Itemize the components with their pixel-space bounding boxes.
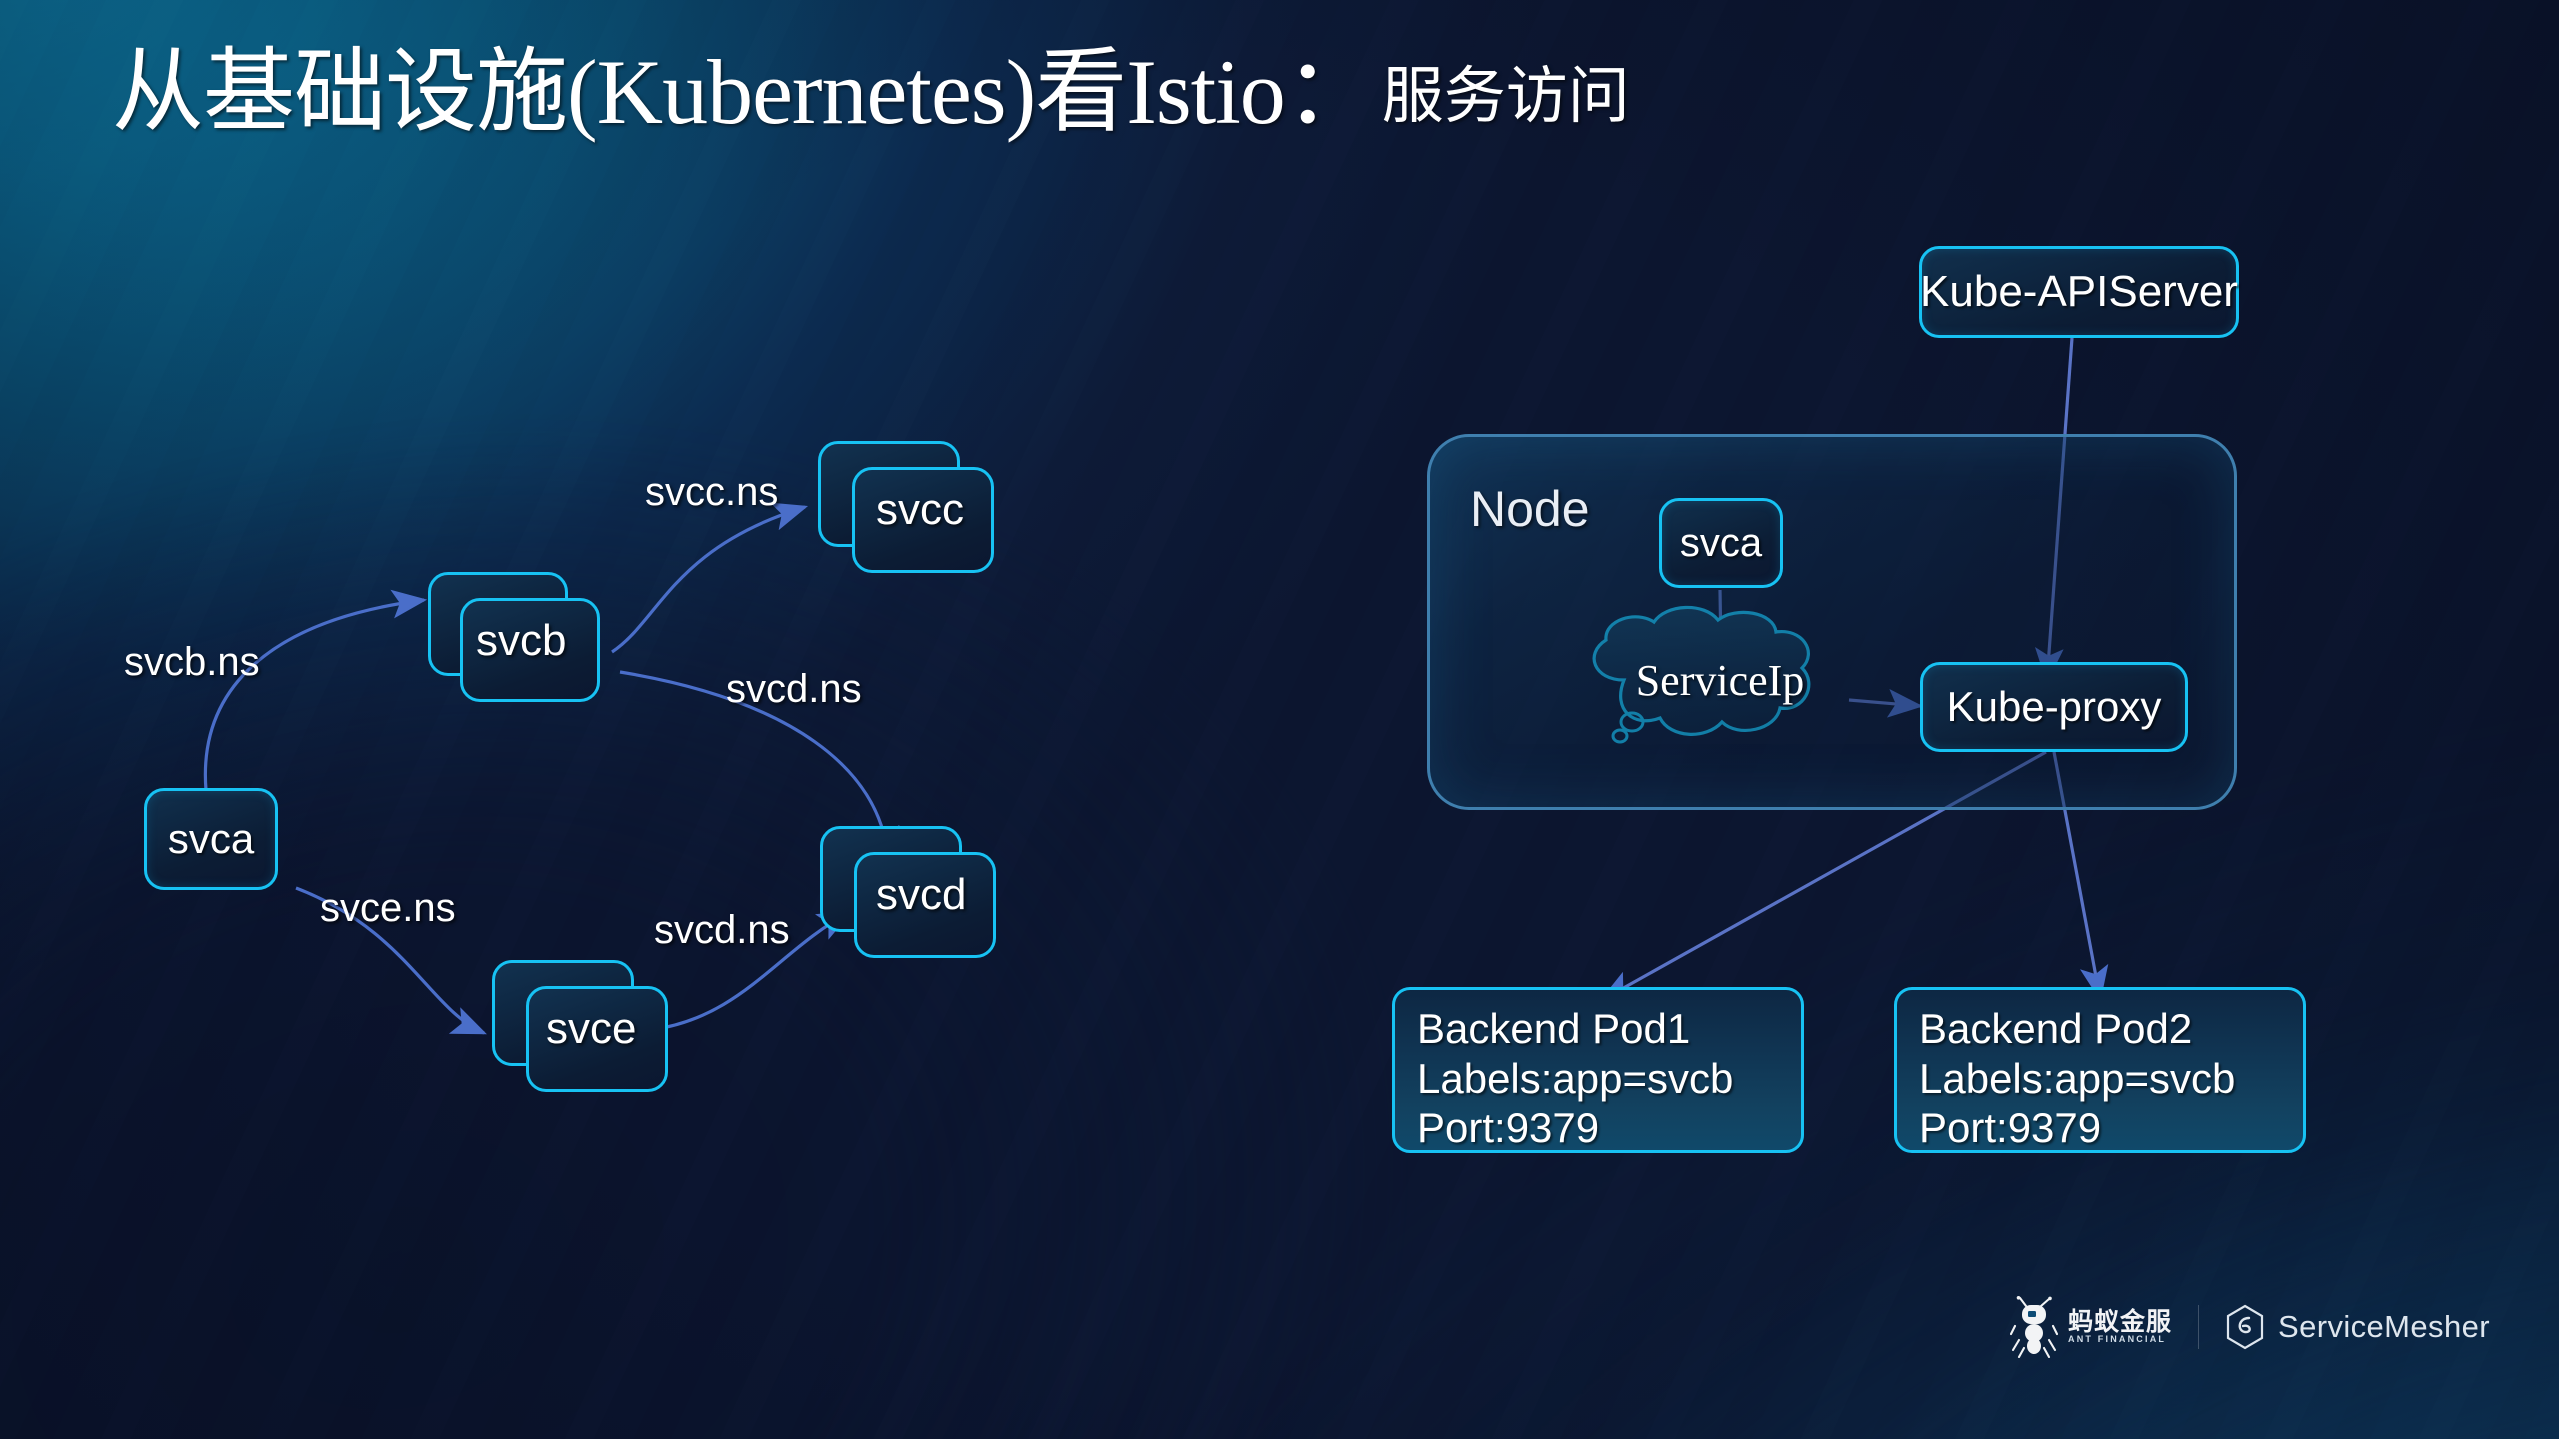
- slide-title-main: 从基础设施(Kubernetes)看Istio：: [112, 41, 1377, 143]
- ant-financial-cn: 蚂蚁金服: [2068, 1308, 2173, 1336]
- ant-mascot-icon: [2010, 1296, 2058, 1358]
- kube-apiserver-label: Kube-APIServer: [1920, 267, 2238, 316]
- edge-label-svcd-ns-from-svcb: svcd.ns: [726, 667, 862, 711]
- pod-labels: Labels:app=svcb: [1919, 1054, 2236, 1102]
- node-svcb[interactable]: svcb: [428, 572, 600, 702]
- ant-financial-en: ANT FINANCIAL: [2068, 1334, 2167, 1344]
- node-container-label: Node: [1470, 481, 1590, 537]
- kube-proxy-box[interactable]: Kube-proxy: [1920, 662, 2188, 752]
- footer-logos: 蚂蚁金服 ANT FINANCIAL ServiceMesher: [2010, 1296, 2490, 1358]
- kube-apiserver-box[interactable]: Kube-APIServer: [1919, 246, 2239, 338]
- edge-label-svce-ns: svce.ns: [320, 886, 456, 930]
- node-svce[interactable]: svce: [492, 960, 668, 1092]
- backend-pod1-box[interactable]: Backend Pod1 Labels:app=svcb Port:9379: [1392, 987, 1804, 1153]
- pod-port: Port:9379: [1919, 1104, 2102, 1152]
- logo-divider: [2198, 1305, 2200, 1349]
- edge-label-svcb-ns: svcb.ns: [124, 640, 260, 684]
- node-label: svcb: [476, 616, 567, 665]
- pod-labels: Labels:app=svcb: [1417, 1054, 1734, 1102]
- node-front-plate: [460, 598, 600, 702]
- node-label: svca: [167, 815, 255, 862]
- pod-port: Port:9379: [1417, 1104, 1600, 1152]
- node-front-plate: [526, 986, 668, 1092]
- slide-title-sub: 服务访问: [1381, 62, 1630, 131]
- backend-pod2-box[interactable]: Backend Pod2 Labels:app=svcb Port:9379: [1894, 987, 2306, 1153]
- edge-label-svcc-ns: svcc.ns: [645, 470, 779, 514]
- node-svcd[interactable]: svcd: [820, 826, 996, 958]
- pod-name: Backend Pod2: [1919, 1005, 2193, 1052]
- ant-financial-text: 蚂蚁金服 ANT FINANCIAL: [2068, 1310, 2172, 1344]
- node-label: svce: [546, 1004, 637, 1053]
- servicemesher-hexagon-icon: [2226, 1304, 2264, 1350]
- servicemesher-text: ServiceMesher: [2278, 1309, 2490, 1344]
- edge-label-svcd-ns-from-svce: svcd.ns: [654, 908, 790, 952]
- node-front-plate: [852, 467, 994, 573]
- slide-title: 从基础设施(Kubernetes)看Istio：服务访问: [112, 41, 1630, 143]
- node-label: svca: [1679, 520, 1763, 565]
- ant-financial-logo: 蚂蚁金服 ANT FINANCIAL: [2010, 1296, 2172, 1358]
- node-label: svcd: [876, 870, 967, 919]
- node-label: svcc: [876, 485, 964, 534]
- node-front-plate: [854, 852, 996, 958]
- node-svcc[interactable]: svcc: [818, 441, 994, 573]
- serviceip-label: ServiceIp: [1635, 656, 1805, 705]
- pod-name: Backend Pod1: [1417, 1005, 1691, 1052]
- node-svca-right[interactable]: svca: [1659, 498, 1783, 588]
- kube-proxy-label: Kube-proxy: [1946, 683, 2162, 730]
- servicemesher-logo: ServiceMesher: [2225, 1304, 2490, 1350]
- node-svca-left[interactable]: svca: [144, 788, 278, 890]
